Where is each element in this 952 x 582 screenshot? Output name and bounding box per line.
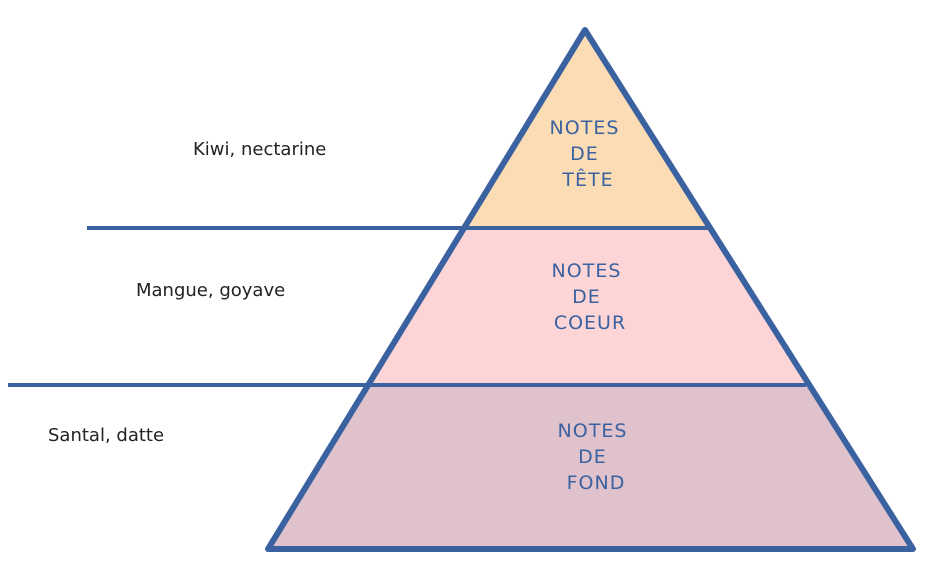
- tier-bottom-label-line: FOND: [567, 472, 626, 494]
- tier-middle-label-line: NOTES: [552, 260, 622, 282]
- tier-bottom-label: NOTES DE FOND: [558, 420, 635, 494]
- tier-middle-label-line: DE: [572, 286, 601, 308]
- side-note-bottom: Santal, datte: [48, 425, 165, 446]
- side-note-top: Kiwi, nectarine: [193, 139, 327, 160]
- tier-bottom-fill: [268, 385, 913, 549]
- tier-middle-label-line: COEUR: [554, 312, 626, 334]
- pyramid-outline: [265, 27, 916, 552]
- tier-top-fill: [465, 30, 708, 228]
- tier-bottom-label-line: NOTES: [558, 420, 628, 442]
- side-note-middle: Mangue, goyave: [136, 280, 286, 301]
- tier-top-label: NOTES DE TÊTE: [550, 117, 627, 191]
- tier-middle-fill: [369, 228, 806, 385]
- tier-top-label-line: TÊTE: [561, 168, 613, 191]
- tier-bottom-label-line: DE: [578, 446, 607, 468]
- tier-middle-label: NOTES DE COEUR: [552, 260, 629, 334]
- tier-top-label-line: NOTES: [550, 117, 620, 139]
- tier-top-label-line: DE: [570, 143, 599, 165]
